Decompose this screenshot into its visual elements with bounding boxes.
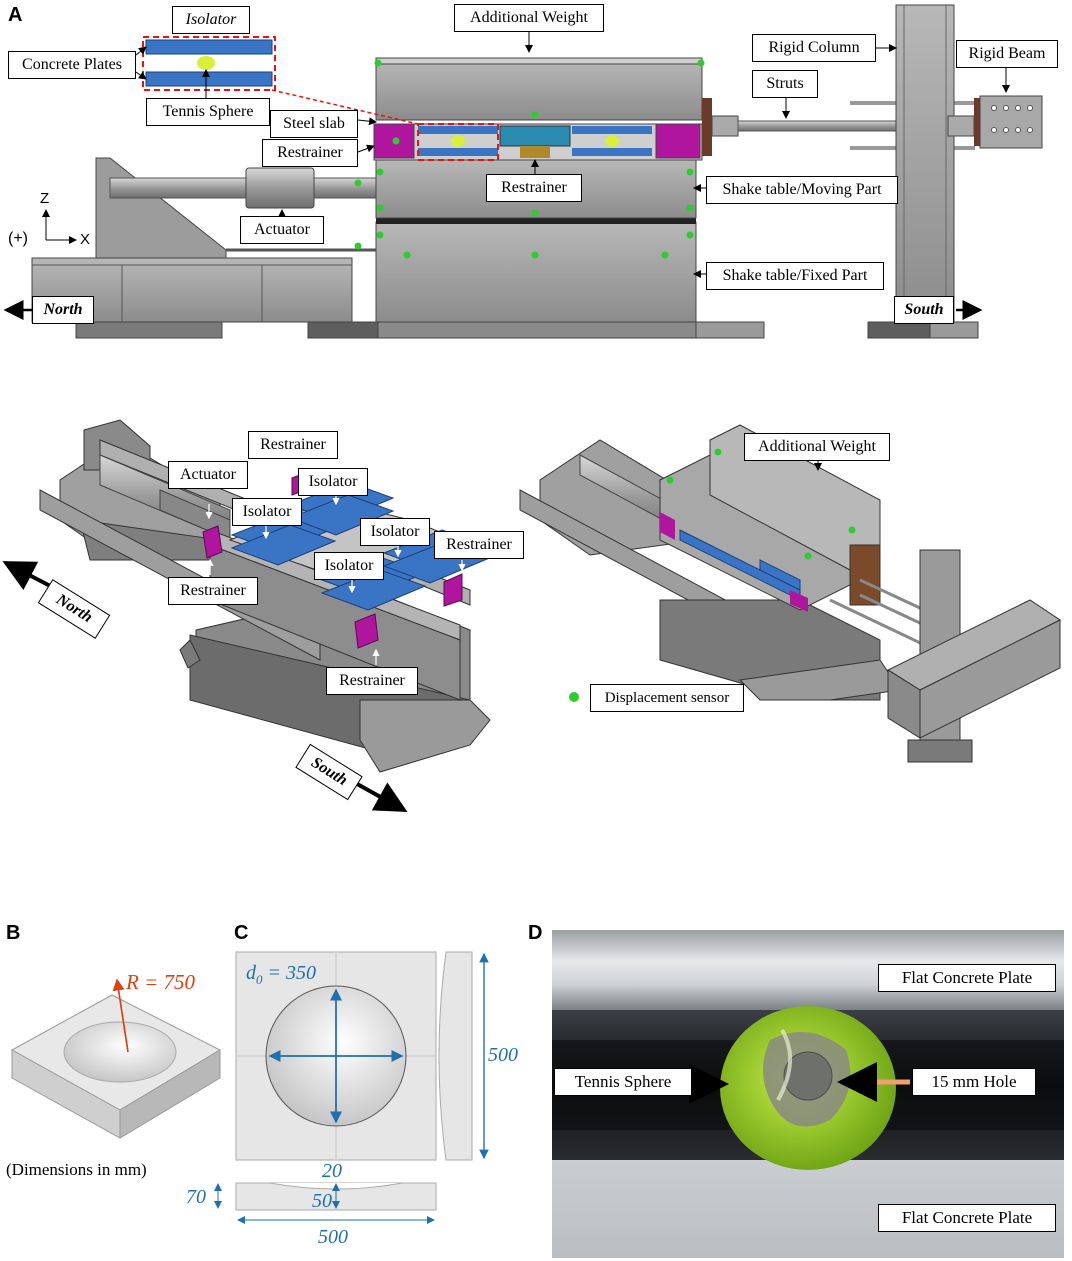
restrainer-center-label: Restrainer — [486, 174, 582, 202]
d0-label: d0 = 350 — [246, 962, 316, 987]
iso-isolator-2-label: Isolator — [232, 498, 302, 526]
south-label: South — [894, 296, 954, 324]
axis-z-label: Z — [40, 190, 50, 207]
panel-label-b: B — [6, 922, 21, 944]
iso-additional-weight-label: Additional Weight — [744, 433, 890, 461]
iso-restrainer-left-label: Restrainer — [168, 577, 258, 605]
iso-isolator-4-label: Isolator — [314, 552, 384, 580]
actuator-label: Actuator — [240, 216, 324, 244]
moving-part-label: Shake table/Moving Part — [706, 176, 898, 204]
elevation-view — [3, 4, 1043, 339]
additional-weight-label: Additional Weight — [454, 4, 604, 32]
top-20-label: 20 — [322, 1160, 342, 1182]
isometric-view-weights — [519, 424, 1061, 763]
width-500-label: 500 — [318, 1226, 348, 1248]
radius-label: R = 750 — [126, 970, 195, 994]
depth-50-label: 50 — [312, 1190, 332, 1212]
iso-isolator-1-label: Isolator — [298, 468, 368, 496]
iso-isolator-3-label: Isolator — [360, 518, 430, 546]
side-height-label: 500 — [488, 1044, 518, 1066]
rigid-beam-label: Rigid Beam — [956, 40, 1058, 68]
north-label: North — [32, 296, 94, 324]
tennis-sphere-label: Tennis Sphere — [146, 98, 270, 126]
thickness-70-label: 70 — [186, 1186, 206, 1208]
iso-restrainer-bottom-label: Restrainer — [326, 667, 418, 695]
panel-label-a: A — [8, 4, 23, 26]
dish-drawings — [214, 951, 489, 1224]
top-plate-label: Flat Concrete Plate — [878, 964, 1056, 992]
panel-label-d: D — [528, 922, 543, 944]
iso-restrainer-top-label: Restrainer — [248, 431, 338, 459]
iso-restrainer-right-label: Restrainer — [434, 531, 524, 559]
dish-isometric — [10, 978, 222, 1139]
hole-label: 15 mm Hole — [912, 1068, 1036, 1096]
photo-tennis-sphere-label: Tennis Sphere — [554, 1068, 692, 1096]
dimensions-note: (Dimensions in mm) — [6, 1160, 147, 1179]
restrainer-left-label: Restrainer — [262, 139, 358, 167]
sensor-dots — [354, 59, 705, 259]
struts-label: Struts — [752, 70, 818, 98]
concrete-plates-label: Concrete Plates — [8, 51, 136, 79]
isolator-title: Isolator — [172, 6, 250, 34]
axis-sign-label: (+) — [8, 230, 28, 247]
axis-x-label: X — [80, 231, 91, 248]
bottom-plate-label: Flat Concrete Plate — [878, 1204, 1056, 1232]
panel-label-c: C — [234, 922, 249, 944]
legend-sensor-label: Displacement sensor — [590, 684, 744, 712]
iso-actuator-label: Actuator — [168, 461, 248, 489]
rigid-column-label: Rigid Column — [752, 34, 876, 62]
fixed-part-label: Shake table/Fixed Part — [706, 262, 884, 290]
steel-slab-label: Steel slab — [270, 110, 358, 138]
